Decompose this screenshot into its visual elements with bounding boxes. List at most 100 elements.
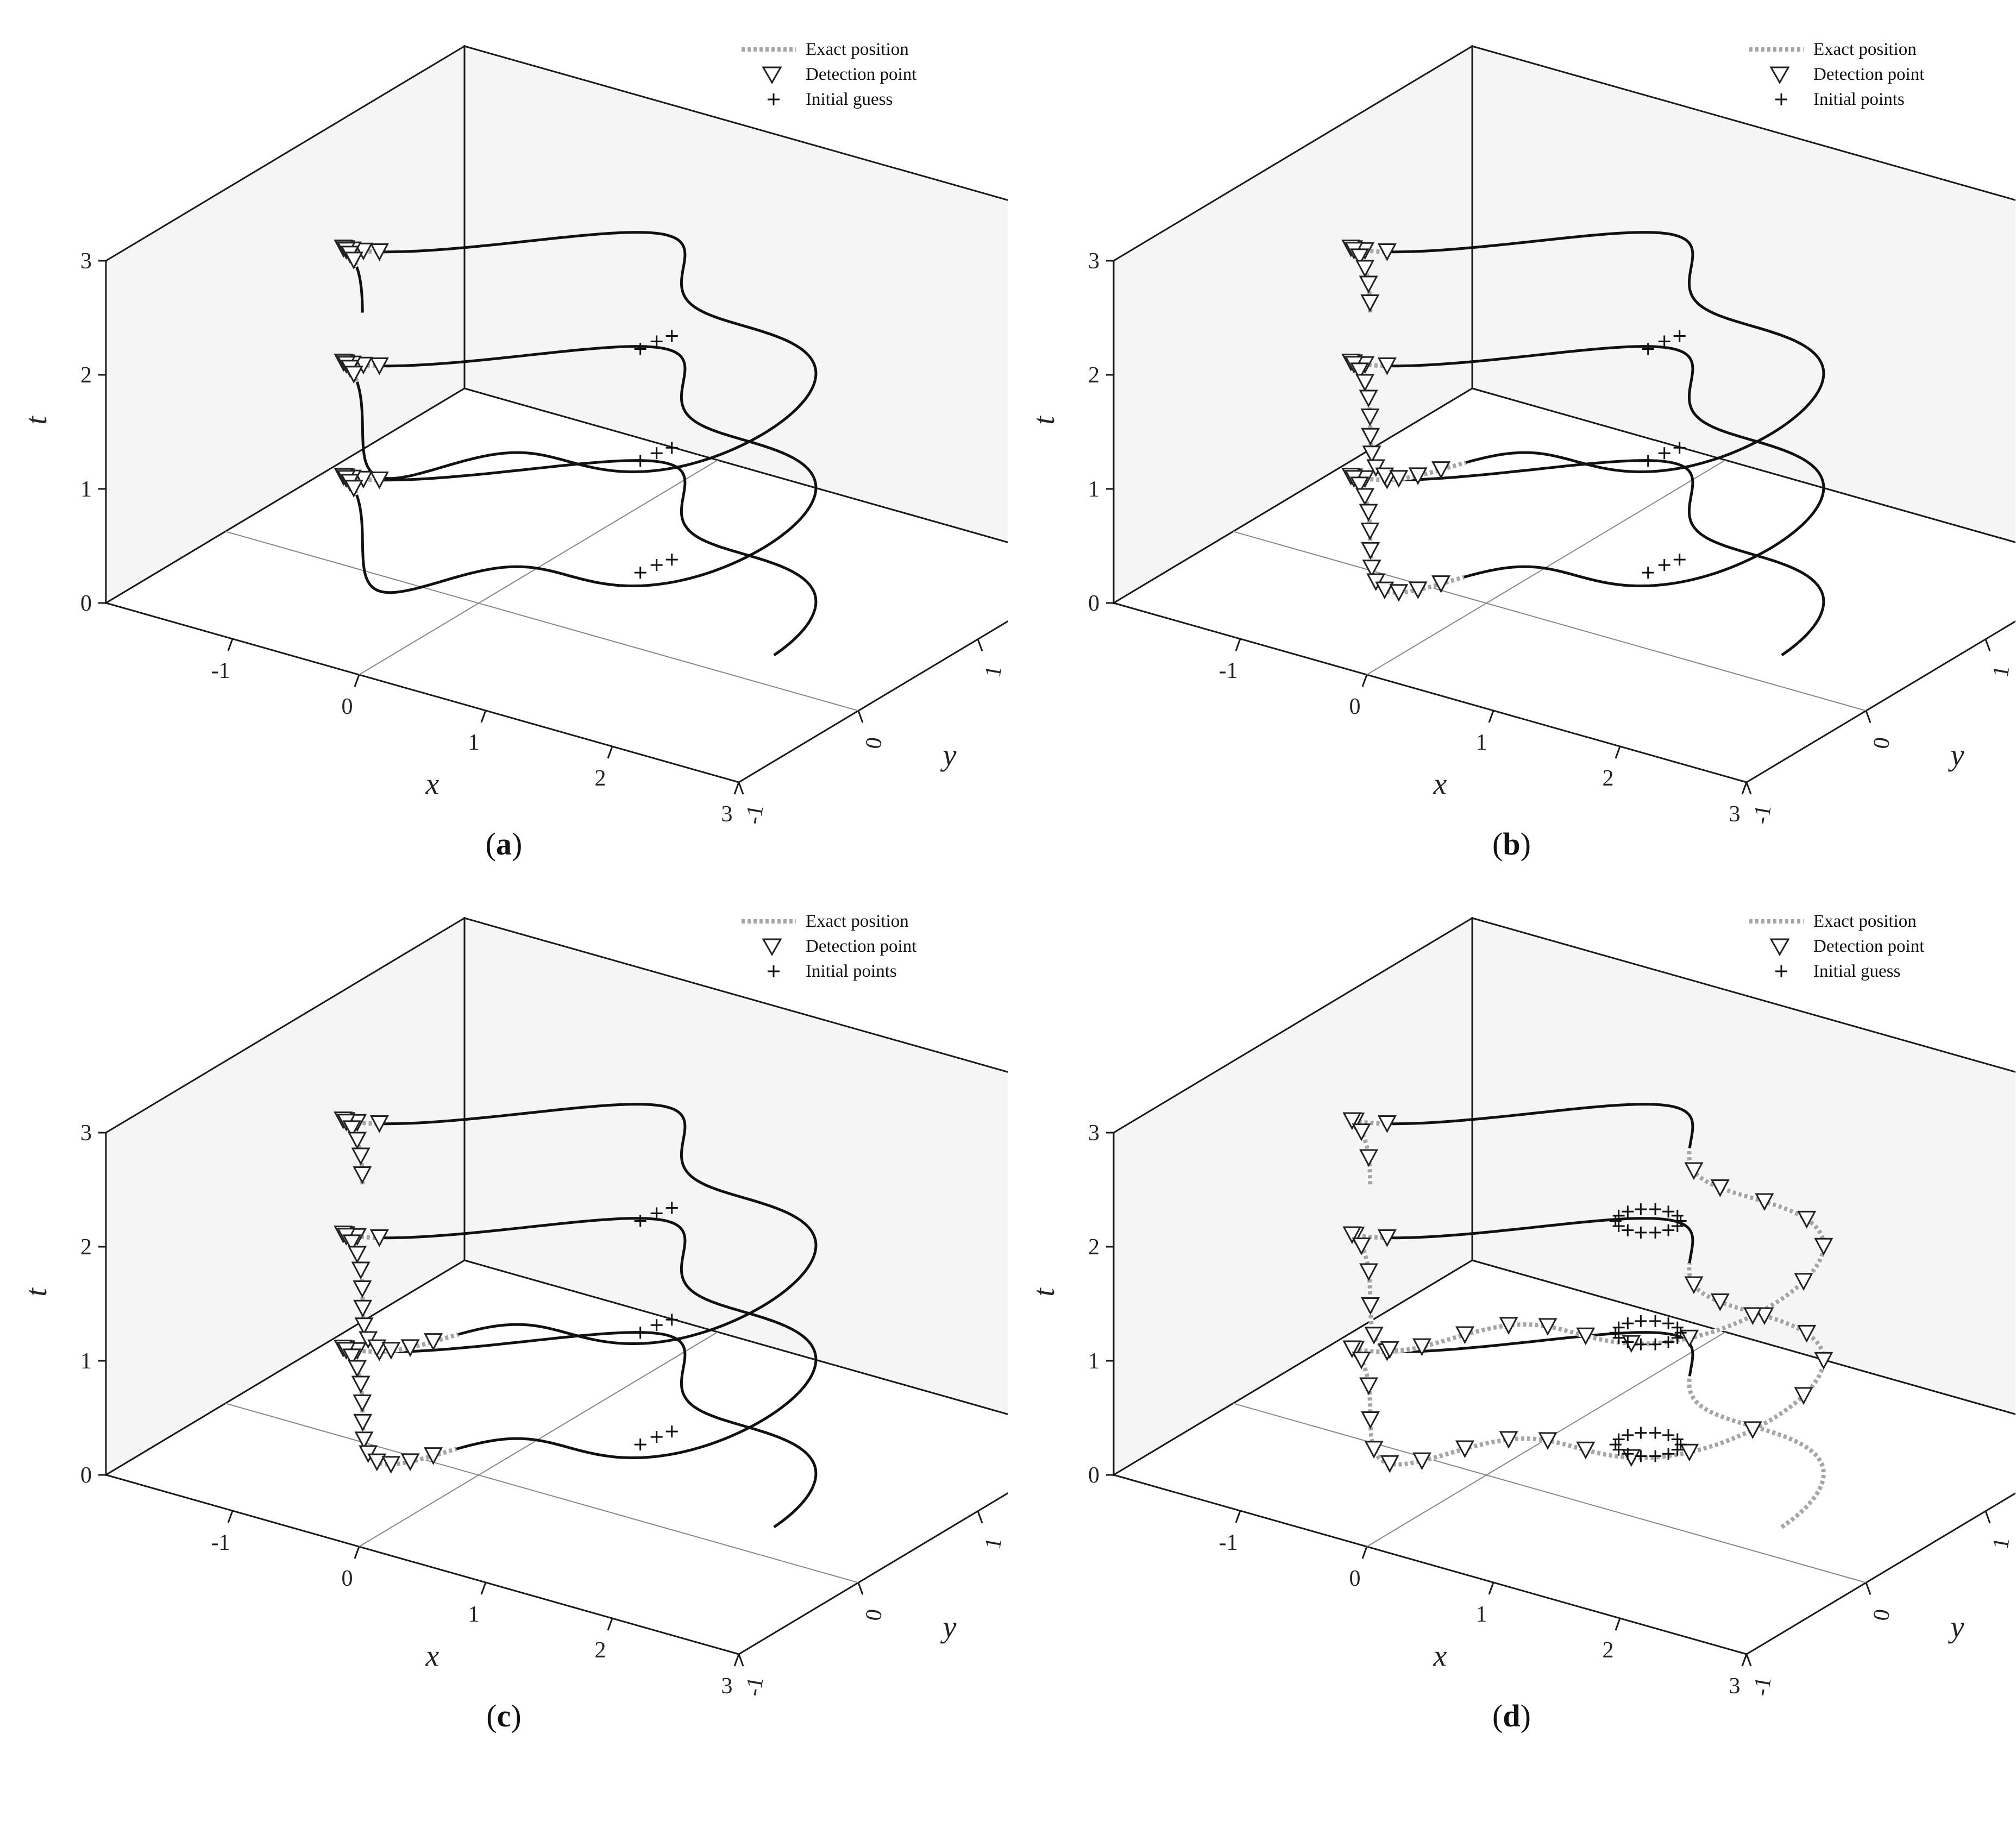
x-tick-0: [227, 638, 234, 651]
detection-marker: [1352, 1352, 1371, 1370]
initial-guess-marker: [1673, 330, 1686, 342]
x-tick-3: [607, 746, 613, 759]
initial-guess-marker: [1622, 1429, 1634, 1441]
initial-guess-marker: [1671, 1443, 1684, 1456]
detection-marker: [1499, 1431, 1518, 1449]
initial-guess-marker: [1649, 1226, 1662, 1239]
detection-marker: [1342, 1112, 1362, 1130]
detection-marker: [1797, 1210, 1817, 1229]
detection-marker: [342, 1120, 362, 1139]
initial-guess-marker: [650, 559, 663, 571]
detection-marker: [1361, 542, 1380, 560]
floor: [1111, 1259, 2015, 1655]
initial-guess-marker: [1622, 1448, 1634, 1460]
detection-marker: [1455, 1326, 1474, 1345]
detection-marker: [1355, 260, 1375, 278]
initial-guess-marker: [650, 335, 663, 348]
floor-guide-y0: [1233, 531, 1867, 712]
initial-guess-marker: [650, 1319, 663, 1331]
initial-guess-marker: [650, 447, 663, 460]
initial-guess-marker: [1671, 1220, 1684, 1233]
legend-label: Exact position: [1813, 912, 1917, 931]
legend-item: Detection point: [1744, 934, 2015, 959]
detection-marker: [1412, 1452, 1431, 1471]
detection-marker: [344, 366, 363, 384]
x-tick-label-4: 3: [721, 802, 733, 827]
x-axis-title: x: [425, 1639, 439, 1673]
x-axis-title: x: [1433, 768, 1447, 801]
y-tick-2: [977, 639, 983, 652]
series-trajectory: [340, 231, 818, 657]
detection-marker: [1361, 1411, 1380, 1429]
t-axis-title: t: [20, 1287, 53, 1297]
detection-marker: [1361, 1297, 1380, 1315]
x-tick-label-2: 1: [1476, 1602, 1487, 1627]
detection-marker: [344, 480, 363, 498]
t-tick-label-3: 3: [80, 249, 92, 274]
detection-marker: [344, 252, 363, 270]
detection-marker: [1359, 504, 1378, 522]
detection-marker: [1355, 488, 1375, 506]
detection-marker: [1797, 1324, 1817, 1343]
detection-marker: [1755, 1193, 1774, 1211]
detection-marker: [1794, 1387, 1813, 1405]
detection-marker: [400, 1453, 420, 1472]
t-tick-label-1: 1: [1088, 1349, 1100, 1374]
detection-marker: [1342, 1340, 1362, 1359]
initial-guess-marker: [1662, 1336, 1675, 1348]
initial-guess-marker: [1671, 1433, 1684, 1446]
initial-guess-marker: [665, 1425, 678, 1438]
t-tick-label-2: 2: [80, 363, 92, 388]
initial-guess-marker: [1642, 343, 1654, 355]
detection-marker: [1380, 1341, 1399, 1359]
detection-marker: [1359, 1377, 1379, 1396]
t-tick-label-2: 2: [80, 1235, 92, 1260]
x-tick-label-1: 0: [1349, 694, 1361, 719]
detection-marker: [1380, 1455, 1399, 1473]
initial-guess-marker: [634, 455, 646, 467]
initial-guess-marker: [650, 1207, 663, 1220]
initial-guess-marker: [1649, 1427, 1662, 1439]
detection-marker: [354, 1317, 374, 1335]
floor: [104, 387, 1008, 783]
x-tick-2: [480, 710, 487, 723]
detection-marker: [1743, 1307, 1762, 1326]
initial-guess-marker: [1662, 1448, 1675, 1460]
detection-marker: [354, 242, 373, 261]
initial-guess-marker: [1673, 442, 1686, 454]
t-tick-label-3: 3: [1088, 249, 1100, 274]
detection-marker: [369, 472, 389, 489]
initial-guess-marker: [1635, 1315, 1647, 1327]
detection-marker: [1375, 581, 1395, 600]
dotted-line-icon: [1749, 47, 1804, 52]
initial-guess-marker: [1649, 1338, 1662, 1350]
floor-guide-y0: [225, 1403, 859, 1584]
t-tick-label-0: 0: [1088, 591, 1100, 616]
initial-guess-marker: [634, 343, 646, 355]
detection-marker: [1710, 1293, 1730, 1311]
initial-guess-marker: [650, 1431, 663, 1443]
initial-guess-marker: [1642, 567, 1654, 579]
detection-marker: [1680, 1329, 1699, 1348]
initial-guess-marker: [1649, 1450, 1662, 1462]
detection-marker: [1576, 1327, 1596, 1346]
detection-marker: [348, 1360, 367, 1378]
y-tick-label-0: -1: [740, 1675, 768, 1698]
initial-guess-marker: [1671, 1331, 1684, 1344]
x-tick-label-2: 1: [1476, 730, 1487, 755]
detection-marker: [1389, 470, 1409, 488]
y-tick-0: [1745, 1654, 1752, 1667]
x-tick-2: [480, 1582, 487, 1595]
detection-marker: [1814, 1237, 1833, 1256]
legend-item: Initial guess: [1744, 959, 2015, 984]
detection-marker: [1360, 294, 1380, 312]
initial-guess-marker: [634, 1438, 646, 1451]
legend-label: Initial points: [1813, 90, 1905, 109]
detection-marker: [354, 356, 373, 375]
detection-marker: [367, 1453, 387, 1472]
initial-guess-marker: [665, 330, 678, 342]
